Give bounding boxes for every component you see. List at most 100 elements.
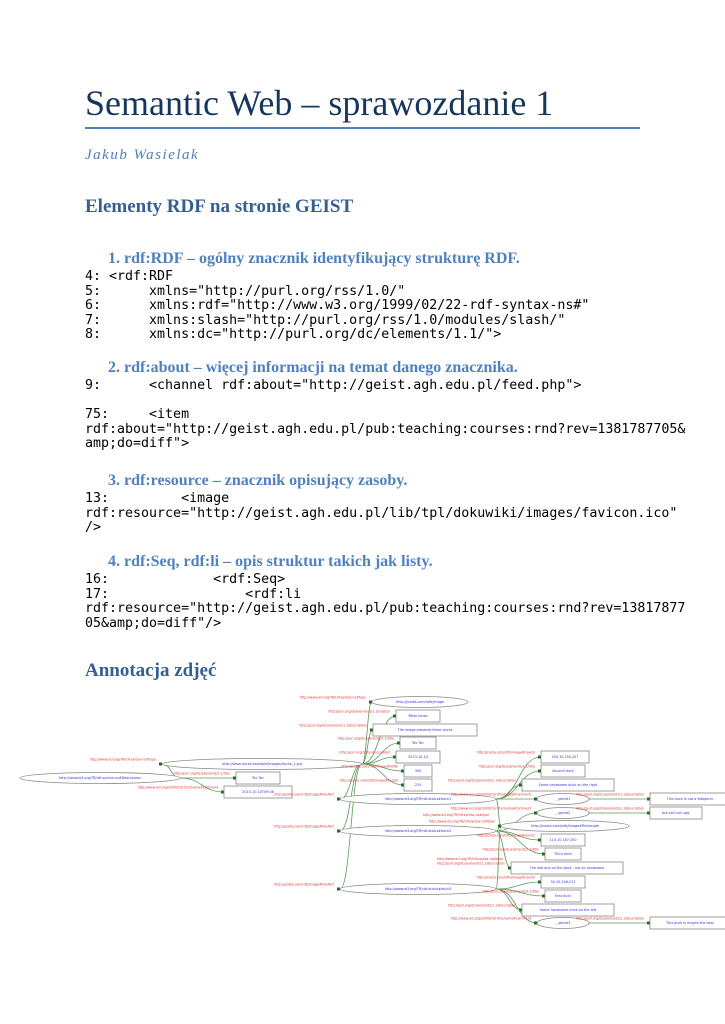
- node-label: http://jcosta.com/rdfs/image#Rectangle: [531, 824, 599, 828]
- edge-label: http://purl.org/dc/elements/1.1/descript…: [299, 724, 367, 728]
- node-label: The last one on the back - not so handso…: [529, 866, 605, 870]
- node-label: but still not ugly: [662, 811, 690, 815]
- edge-label: http://www.w3.org/TR/rdf-syntax-ns#type: [437, 857, 503, 861]
- graph-node-box: [540, 875, 586, 889]
- graph-edge: [361, 715, 397, 765]
- graph-node-ellipse: [371, 696, 469, 708]
- edge-label: http://www.w3.org/2000/01/rdf-schema#com…: [138, 786, 219, 790]
- graph-edge: [495, 830, 546, 855]
- node-label: _:genid3: [555, 921, 570, 925]
- node-label: This duck is not a fotogenic: [666, 797, 714, 801]
- code-block: 16: <rdf:Seq> 17: <rdf:li rdf:resource="…: [85, 572, 686, 631]
- section-heading-annotation: Annotacja zdjęć: [85, 660, 217, 681]
- node-label: Tec Tec: [251, 776, 264, 780]
- edge-label: http://jcosta.com/rdfs/image#hasPart: [274, 793, 335, 797]
- node-label: First duck: [555, 894, 571, 898]
- graph-node-ellipse: [500, 820, 630, 832]
- edge-label: http://www.w3.org/TR/rdf-syntax-ns#type: [429, 820, 495, 824]
- node-label: 300: [415, 769, 421, 773]
- item-heading: 3. rdf:resource – znacznik opisujący zas…: [108, 472, 408, 489]
- edge-label: http://purl.org/dc/terms/created: [339, 751, 390, 755]
- arrowhead: [534, 811, 537, 815]
- arrowhead: [542, 894, 545, 898]
- graph-edge: [495, 888, 546, 897]
- edge-label: http://purl.org/dc/elements/1.1/descript…: [448, 904, 516, 908]
- edge-label: http://www.w3.org/TR/rdf-syntax-ns#type: [90, 758, 156, 762]
- arrowhead: [519, 783, 522, 787]
- edge-label: http://www.w3.org/TR/rdf-syntax-ns#type: [300, 696, 366, 700]
- graph-node-box: [540, 750, 590, 764]
- node-label: 2013-10-10T09:08: [242, 790, 274, 794]
- graph-edge: [361, 729, 374, 765]
- section-heading-rdf: Elementy RDF na stronie GEIST: [85, 196, 354, 217]
- code-block: 13: <image rdf:resource="http://geist.ag…: [85, 491, 678, 536]
- graph-node-box: [521, 778, 615, 792]
- node-label: This duck is maybe the best: [665, 921, 714, 925]
- arrowhead: [519, 908, 522, 912]
- node-label: 225: [415, 783, 421, 787]
- node-label: Some handsome duck on the right: [539, 783, 598, 787]
- arrowhead: [534, 797, 537, 801]
- graph-node-box: [521, 903, 615, 917]
- node-label: Second duck: [552, 769, 574, 773]
- arrowhead: [397, 741, 400, 745]
- graph-node-box: [649, 916, 725, 930]
- title-rule: [85, 127, 640, 129]
- graph-node-box: [399, 736, 437, 750]
- graph-node-box: [544, 847, 582, 861]
- arrowhead: [538, 769, 541, 773]
- node-label: 100,10,150,207: [552, 755, 579, 759]
- node-label: http://www.ducks.example/images/ducks_1.…: [222, 762, 302, 766]
- arrowhead: [498, 824, 501, 828]
- graph-edge: [495, 812, 538, 832]
- arrowhead: [337, 829, 340, 833]
- graph-node-ellipse: [19, 772, 181, 784]
- graph-node-box: [372, 723, 478, 737]
- item-heading: 2. rdf:about – więcej informacji na tema…: [108, 359, 518, 376]
- edge-label: http://purl.org/dc/elements/1.1/title: [479, 765, 535, 769]
- graph-edge: [361, 756, 397, 765]
- edge-label: http://jcosta.com/rdfs/image#hasPart: [274, 825, 335, 829]
- arrowhead: [233, 776, 236, 780]
- edge-label: http://purl.org/dc/elements/1.1/descript…: [576, 917, 644, 921]
- node-label: Peter Jones: [409, 714, 428, 718]
- graph-node-box: [510, 861, 624, 875]
- graph-node-box: [544, 889, 582, 903]
- graph-node-box: [403, 764, 433, 778]
- edge-label: http://purl.org/dc/elements/1.1/descript…: [437, 862, 505, 866]
- edge-label: http://www.w3.org/2000/01/rdf-schema#com…: [451, 807, 532, 811]
- edge-label: http://jcosta.com/rdfs/image#height: [340, 779, 399, 783]
- edge-label: http://jcosta.com/rdfs/image#coords: [477, 834, 536, 838]
- graph-node-box: [649, 806, 703, 820]
- edge-label: http://www.w3.org/2000/01/rdf-schema#com…: [451, 793, 532, 797]
- arrowhead: [538, 755, 541, 759]
- item-heading: 4. rdf:Seq, rdf:li – opis struktur takic…: [108, 553, 433, 570]
- node-label: Third duck: [553, 852, 572, 856]
- edge-label: http://jcosta.com/rdfs/image#hasPart: [274, 883, 335, 887]
- arrowhead: [647, 797, 650, 801]
- arrowhead: [401, 769, 404, 773]
- document-title: Semantic Web – sprawozdanie 1: [85, 83, 554, 123]
- rdf-graph-figure: http://www.w3.org/TR/rdf-syntax-ns#Descr…: [19, 696, 725, 930]
- edge-label: http://jcosta.com/rdfs/image#coords: [477, 751, 536, 755]
- author: Jakub Wasielak: [85, 147, 200, 163]
- graph-edge: [361, 701, 373, 765]
- arrowhead: [159, 762, 162, 766]
- arrowhead: [542, 852, 545, 856]
- graph-edge: [495, 888, 538, 924]
- arrowhead: [534, 921, 537, 925]
- arrowhead: [647, 811, 650, 815]
- arrowhead: [538, 880, 541, 884]
- arrowhead: [647, 921, 650, 925]
- graph-edge: [495, 798, 502, 827]
- node-label: http://www.w3.org/TR/rdf-syntax-ns#Descr…: [59, 776, 141, 780]
- graph-edge: [495, 825, 502, 890]
- node-label: 50,10,146,217: [551, 880, 576, 884]
- code-block: 9: <channel rdf:about="http://geist.agh.…: [85, 378, 686, 452]
- edge-label: http://purl.org/dc/elements/1.1/descript…: [448, 779, 516, 783]
- node-label: 2013-10-10: [408, 755, 428, 759]
- graph-node-box: [223, 785, 293, 799]
- edge-label: http://purl.org/dc/elements/1.1/title: [338, 737, 394, 741]
- edge-label: http://www.w3.org/2000/01/rdf-schema#com…: [451, 917, 532, 921]
